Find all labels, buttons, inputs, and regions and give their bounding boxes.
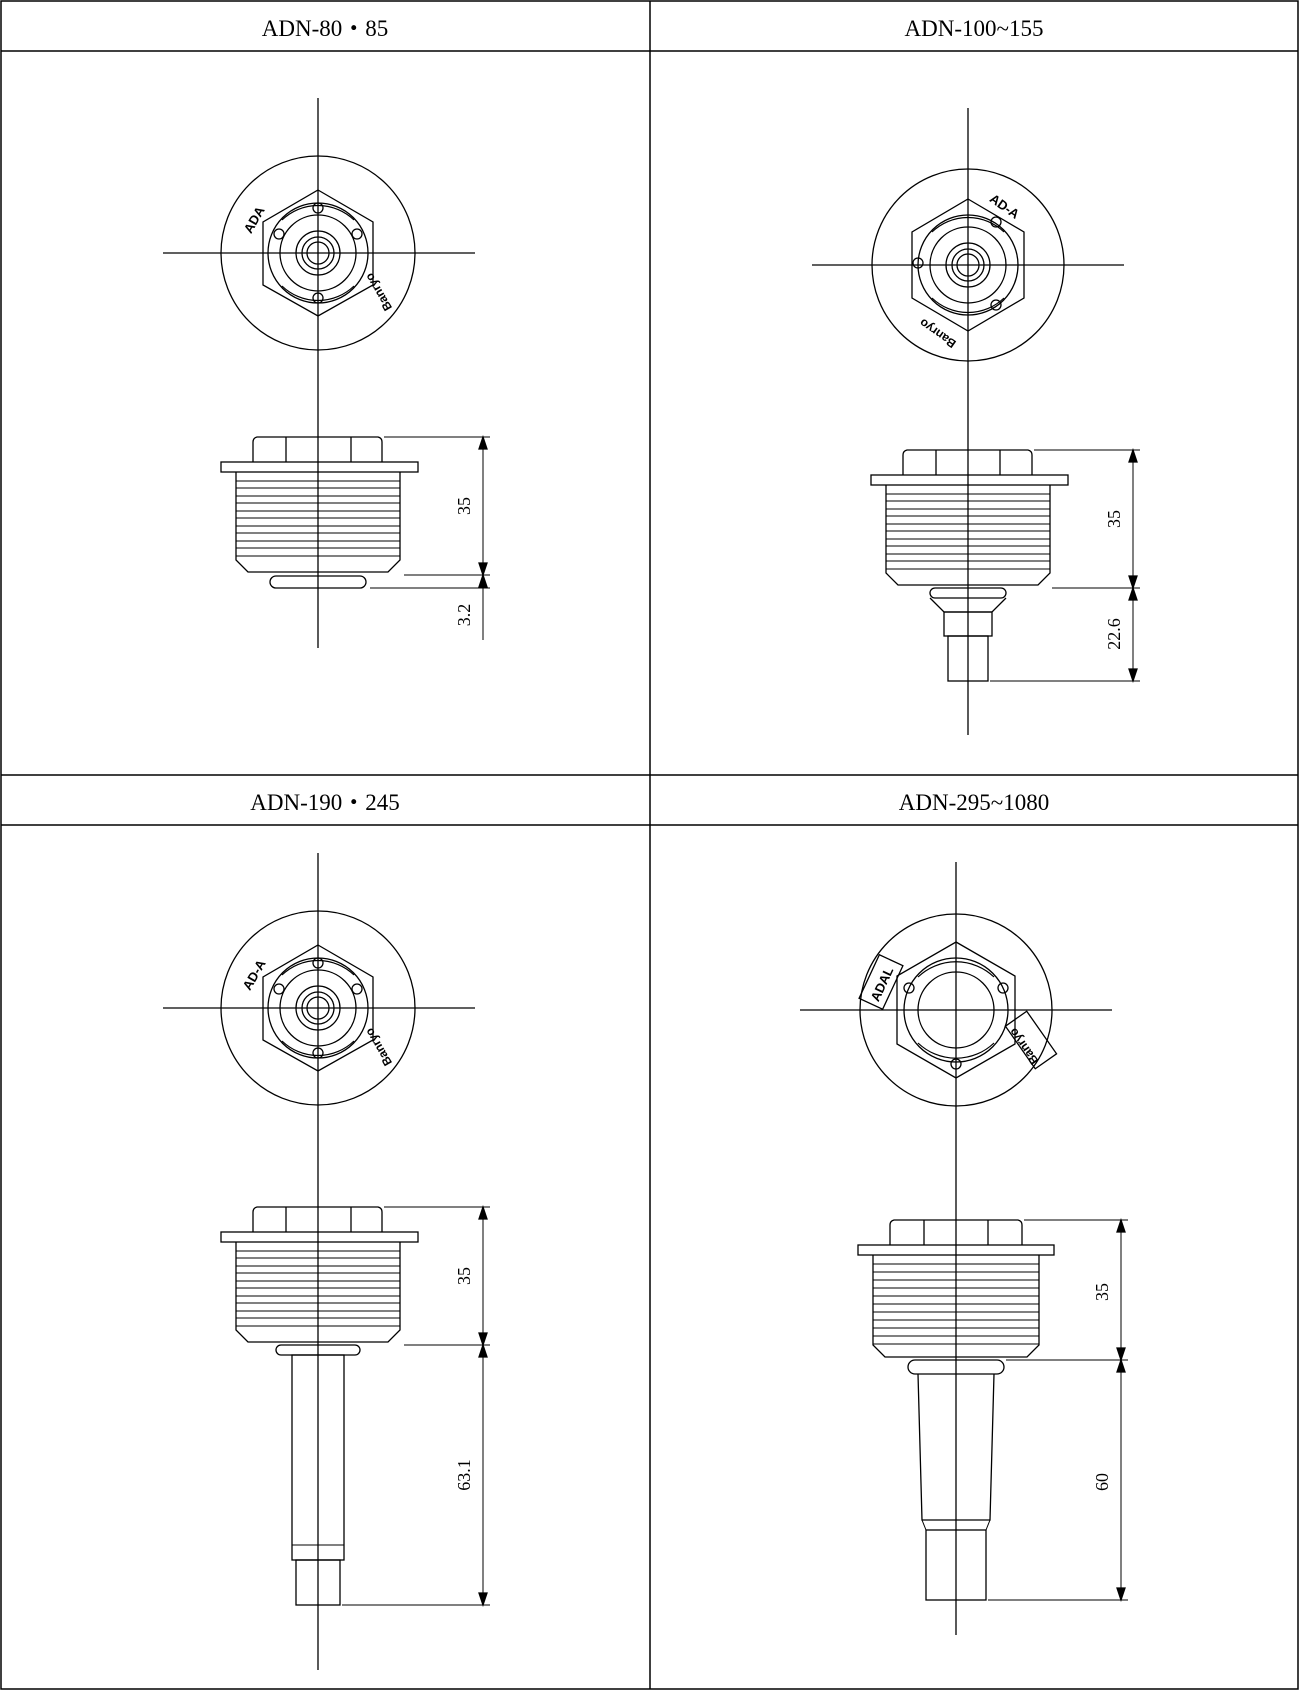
dimension-label-upper-3: 35 [454,1267,474,1285]
panel-title-1: ADN-80・85 [262,16,389,41]
side-view-flange [220,461,419,473]
thread-lines [236,480,400,557]
panel-title-4: ADN-295~1080 [899,790,1049,815]
marking-left-2: AD-A [987,191,1023,222]
top-view-hex [262,189,374,317]
marking-right-2: Banryo [917,316,959,351]
dimension-label-lower-3: 63.1 [454,1459,474,1491]
dimension-label-lower-2: 22.6 [1104,618,1124,650]
drawing-adn-80-85 [163,98,490,648]
dimension-label-upper-2: 35 [1104,510,1124,528]
drawing-adn-100-155 [812,108,1140,735]
panel-title-3: ADN-190・245 [250,790,400,815]
dimension-label-lower-4: 60 [1092,1473,1112,1491]
side-view-hex-head [252,436,383,462]
dimension-label-lower-1: 3.2 [454,604,474,627]
drawing-adn-190-245 [163,853,490,1670]
side-view-thread [235,472,401,573]
side-view-tip [269,575,367,589]
marking-left-3: AD-A [239,956,269,992]
marking-left-1: ADA [241,203,268,235]
panel-title-2: ADN-100~155 [905,16,1044,41]
marking-right-1: Banryo [362,271,395,314]
dimension-label-upper-4: 35 [1092,1283,1112,1301]
dimension-label-upper-1: 35 [454,497,474,515]
drawing-adn-295-1080 [800,862,1128,1635]
top-view-flange-circle [220,155,416,351]
marking-right-3: Banryo [362,1026,395,1069]
